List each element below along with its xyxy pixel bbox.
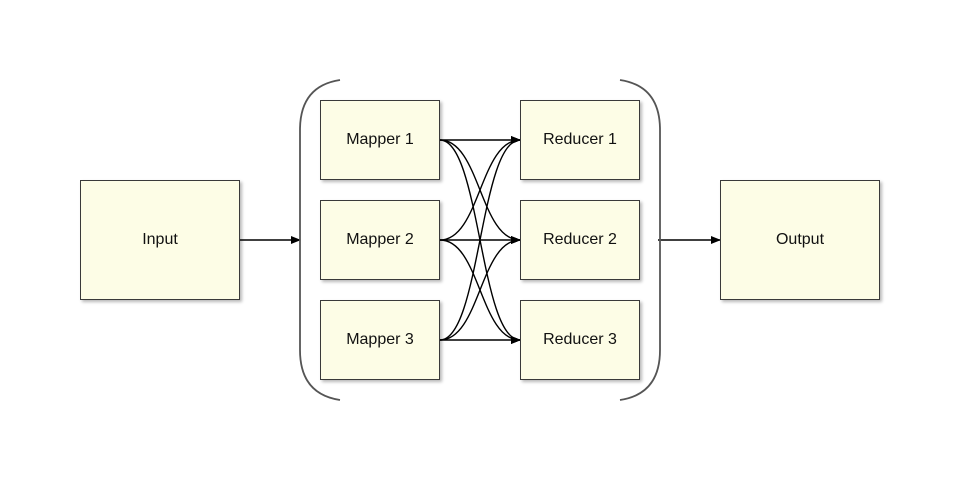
group-bracket-right	[619, 79, 661, 401]
input-label: Input	[142, 231, 178, 248]
shuffle-edges	[439, 136, 521, 344]
output-node: Output	[720, 180, 880, 300]
edge-mapper-3-to-reducer-2	[439, 236, 521, 341]
mapper-2-label: Mapper 2	[346, 231, 414, 248]
reducer-3-label: Reducer 3	[543, 331, 617, 348]
mapper-1-label: Mapper 1	[346, 131, 414, 148]
mapper-3-label: Mapper 3	[346, 331, 414, 348]
edge-mapper-3-to-reducer-1	[439, 136, 521, 341]
reducer-3-node: Reducer 3	[520, 300, 640, 380]
edge-mapper-2-to-reducer-1	[439, 136, 521, 241]
mapper-2-node: Mapper 2	[320, 200, 440, 280]
mapper-3-node: Mapper 3	[320, 300, 440, 380]
reducer-2-node: Reducer 2	[520, 200, 640, 280]
reducer-1-node: Reducer 1	[520, 100, 640, 180]
reducer-2-label: Reducer 2	[543, 231, 617, 248]
output-label: Output	[775, 231, 825, 248]
group-bracket-left	[299, 79, 341, 401]
mapper-1-node: Mapper 1	[320, 100, 440, 180]
input-node: Input	[80, 180, 240, 300]
reducer-1-label: Reducer 1	[543, 131, 617, 148]
